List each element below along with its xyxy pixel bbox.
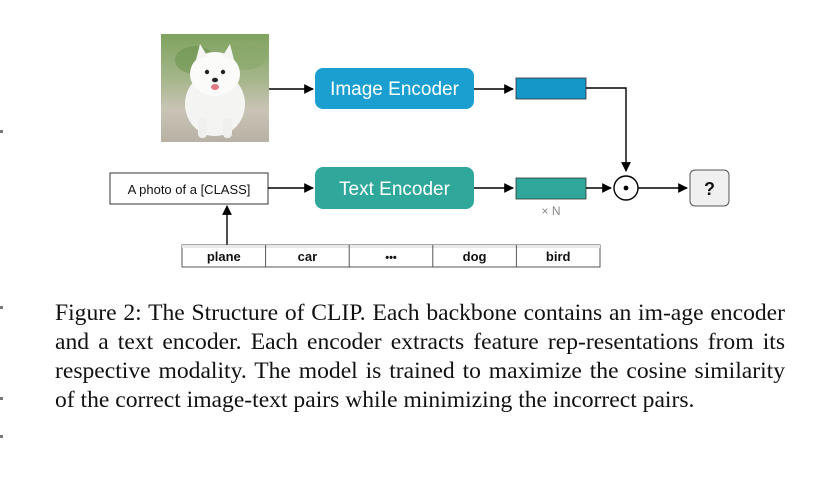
class-label-dog: dog	[463, 249, 487, 264]
prompt-template-text: A photo of a [CLASS]	[128, 182, 251, 197]
image-encoder-label: Image Encoder	[330, 79, 460, 100]
figure-caption: Figure 2: The Structure of CLIP. Each ba…	[55, 300, 785, 413]
class-label-ellipsis: •••	[385, 252, 397, 264]
prompt-template-box: A photo of a [CLASS]	[109, 172, 269, 205]
class-label-bird: bird	[546, 249, 571, 264]
margin-tick	[0, 435, 3, 438]
arrow-image-feature-to-dot	[586, 87, 631, 172]
margin-tick	[0, 130, 3, 133]
text-encoder-label: Text Encoder	[339, 179, 451, 200]
class-label-table: plane car ••• dog bird	[181, 244, 601, 268]
repeat-count-label: × N	[541, 204, 560, 218]
clip-architecture-diagram: Image Encoder A photo of a [CLASS] Text …	[109, 34, 730, 268]
text-encoder-block: Text Encoder	[315, 167, 474, 209]
class-label-car: car	[298, 249, 318, 264]
margin-tick	[0, 397, 3, 400]
dot-product-operator	[613, 175, 639, 201]
input-image-puppy	[161, 34, 269, 142]
class-label-plane: plane	[207, 249, 241, 264]
output-box: ?	[689, 169, 730, 207]
text-feature-vector	[515, 177, 587, 200]
image-encoder-block: Image Encoder	[315, 68, 474, 109]
output-label: ?	[704, 179, 715, 199]
margin-tick	[0, 306, 3, 309]
image-feature-vector	[515, 77, 587, 100]
